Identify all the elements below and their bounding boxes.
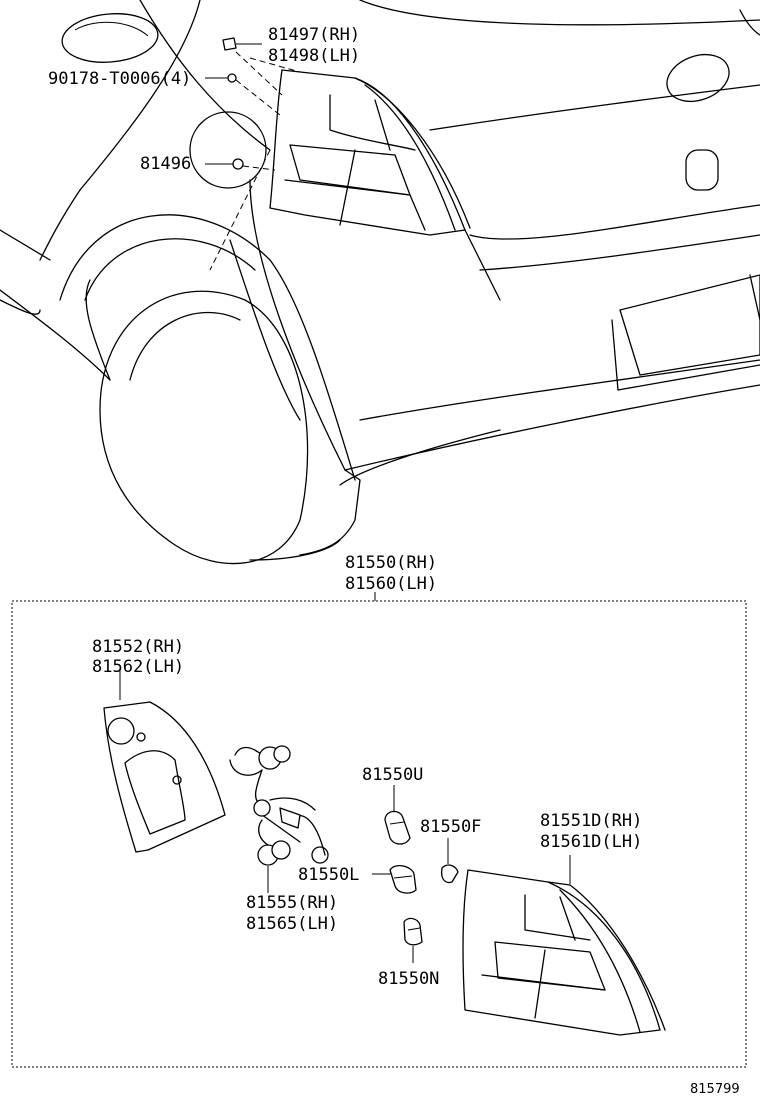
tail-lamp-installed bbox=[269, 69, 471, 236]
part-labels: 81497(RH) 81498(LH) 90178-T0006(4) 81496… bbox=[48, 25, 740, 1097]
label-81550N: 81550N bbox=[378, 969, 439, 989]
label-81561D: 81561D(LH) bbox=[540, 832, 642, 852]
clip-81497-icon bbox=[222, 37, 262, 51]
label-81498: 81498(LH) bbox=[268, 46, 360, 66]
gasket-81552-icon bbox=[103, 668, 226, 853]
label-81550F: 81550F bbox=[420, 817, 481, 837]
label-81550: 81550(RH) bbox=[345, 553, 437, 573]
label-81565: 81565(LH) bbox=[246, 914, 338, 934]
label-81555: 81555(RH) bbox=[246, 893, 338, 913]
label-81562: 81562(LH) bbox=[92, 657, 184, 677]
diagram-reference-number: 815799 bbox=[690, 1082, 740, 1097]
label-90178: 90178-T0006(4) bbox=[48, 69, 191, 89]
label-81560: 81560(LH) bbox=[345, 574, 437, 594]
bulb-81550N-icon bbox=[403, 917, 423, 963]
bulb-81550F-icon bbox=[440, 838, 459, 884]
label-81552: 81552(RH) bbox=[92, 637, 184, 657]
label-81550U: 81550U bbox=[362, 765, 423, 785]
car-body-illustration bbox=[0, 0, 760, 565]
tail-lamp-lens-81551D-icon bbox=[462, 855, 666, 1036]
nut-81496-icon bbox=[205, 158, 244, 170]
label-81496: 81496 bbox=[140, 154, 191, 174]
label-81550L: 81550L bbox=[298, 865, 359, 885]
bulb-81550U-icon bbox=[384, 785, 411, 845]
socket-wire-81555-icon bbox=[229, 745, 329, 893]
label-81551D: 81551D(RH) bbox=[540, 811, 642, 831]
bulb-81550L-icon bbox=[372, 864, 417, 894]
nut-90178-icon bbox=[205, 73, 237, 83]
label-81497: 81497(RH) bbox=[268, 25, 360, 45]
